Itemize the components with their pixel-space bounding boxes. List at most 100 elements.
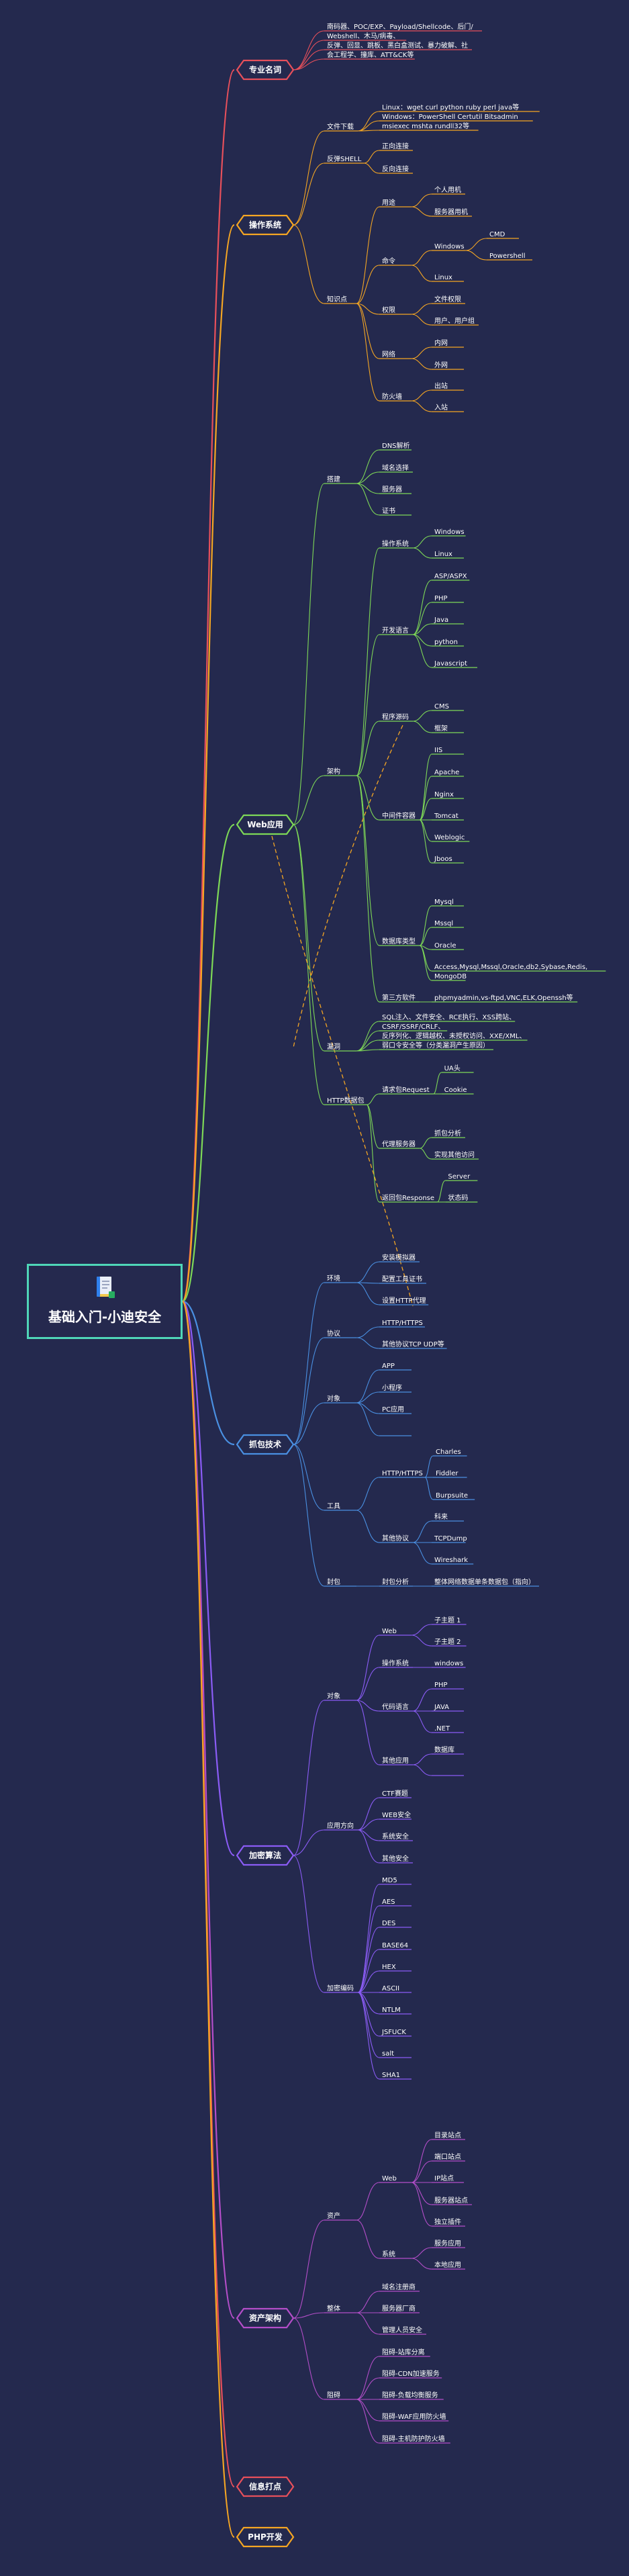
root-topic[interactable]: 基础入门-小迪安全 (27, 1264, 183, 1339)
topic-label: Windows (434, 528, 465, 536)
connector (412, 547, 432, 559)
topic-label: 阻碍-WAF应用防火墙 (382, 2412, 446, 2421)
topic-label: Mssql (434, 920, 453, 927)
topic-label: Windows：PowerShell Certutil Bitsadmin (382, 113, 518, 121)
connector (412, 1753, 432, 1765)
topic-label: 搭建 (327, 475, 340, 484)
connector (419, 753, 432, 821)
mind-map-connectors (182, 30, 487, 2538)
connector (412, 602, 432, 635)
connector (433, 1072, 442, 1095)
connector (182, 823, 235, 1303)
connector (419, 1148, 432, 1160)
branch-topic[interactable]: 专业名词 (236, 59, 295, 81)
connector (412, 535, 432, 549)
connector (357, 120, 380, 132)
topic-label: 证书 (382, 507, 395, 515)
root-title: 基础入门-小迪安全 (48, 1309, 162, 1325)
topic-label: JAVA (434, 1704, 449, 1711)
topic-label: 反弹SHELL (327, 154, 362, 163)
branch-hexagon (236, 814, 295, 835)
topic-label: msiexec mshta rundll32等 (382, 122, 469, 130)
branch-hexagon (236, 2476, 295, 2497)
branch-topic[interactable]: 抓包技术 (236, 1434, 295, 1455)
topic-label: AES (382, 1898, 395, 1906)
connector (412, 1764, 432, 1776)
topic-label: 独立插件 (434, 2217, 461, 2226)
connector (293, 224, 325, 304)
branch-hexagon (236, 214, 295, 236)
connector (293, 1282, 325, 1445)
branch-topic[interactable]: 加密算法 (236, 1845, 295, 1866)
connector (356, 1261, 380, 1283)
connector (424, 1477, 434, 1500)
topic-label: 阻碍-负载均衡服务 (382, 2391, 438, 2399)
topic-label: 框架 (434, 724, 448, 733)
connector (356, 449, 380, 484)
topic-label: WEB安全 (382, 1810, 411, 1819)
connector (357, 1992, 380, 2080)
topic-label: 数据库 (434, 1745, 454, 1754)
topic-label: CSRF/SSRF/CRLF、 (382, 1023, 444, 1031)
connector (356, 303, 380, 315)
connector (293, 1402, 325, 1445)
topic-label: 服务器站点 (434, 2196, 468, 2205)
connector (293, 130, 325, 226)
topic-label: 域名注册商 (382, 2283, 416, 2291)
branch-topic[interactable]: PHP开发 (236, 2526, 295, 2548)
connector (411, 1624, 432, 1636)
topic-label: 整体网络数据单条数据包（指向） (434, 1577, 535, 1586)
topic-label: 代理服务器 (382, 1140, 416, 1148)
topic-label: 入站 (434, 403, 448, 412)
topic-label: DNS解析 (382, 441, 410, 450)
branch-topic[interactable]: 信息打点 (236, 2476, 295, 2497)
topic-label: BASE64 (382, 1942, 408, 1949)
topic-label: 代码语言 (382, 1702, 409, 1711)
topic-label: 科来 (434, 1512, 448, 1521)
connector (357, 130, 380, 132)
connector (411, 400, 432, 412)
branch-topic[interactable]: Web应用 (236, 814, 295, 835)
topic-label: .NET (434, 1725, 450, 1733)
connector (357, 1819, 380, 1831)
topic-label: 阻碍-主机防护防火墙 (382, 2434, 445, 2443)
topic-label: 对象 (327, 1394, 340, 1403)
connector (182, 224, 235, 1303)
topic-label: JSFUCK (381, 2029, 406, 2036)
relation-arrow (271, 835, 414, 1307)
topic-label: Linux (434, 274, 452, 281)
connector (411, 2182, 432, 2227)
topic-label: 权限 (382, 306, 395, 314)
connector (293, 163, 325, 226)
topic-label: 封包分析 (382, 1577, 409, 1586)
branch-topic[interactable]: 操作系统 (236, 214, 295, 236)
connector (411, 358, 432, 370)
connector (357, 1884, 380, 1993)
topic-label: 协议 (327, 1329, 340, 1338)
connector (366, 1104, 380, 1203)
topic-label: 资产 (327, 2211, 340, 2220)
connector (412, 710, 432, 722)
topic-label: TCPDump (434, 1535, 467, 1543)
topic-label: CTF赛题 (382, 1789, 408, 1798)
topic-label: 开发语言 (382, 626, 409, 635)
book-icon (97, 1277, 115, 1298)
topic-label: DES (382, 1920, 395, 1927)
topic-label: 本地应用 (434, 2260, 461, 2269)
connector (411, 2160, 432, 2183)
topic-label: 管理人员安全 (382, 2326, 422, 2334)
connector (356, 1635, 380, 1701)
branch-hexagon (236, 2307, 295, 2329)
topic-label: 状态码 (448, 1193, 468, 1202)
connector (357, 1992, 380, 2058)
connector (356, 634, 380, 776)
connector (356, 1700, 380, 1765)
topic-label: HTTP数据包 (327, 1096, 365, 1105)
topic-label: Charles (436, 1448, 461, 1456)
topic-label: Tomcat (434, 813, 458, 820)
topic-label: 其他应用 (382, 1756, 409, 1765)
topic-label: 正向连接 (382, 142, 409, 150)
topic-label: 反弹、回显、跳板、黑白盒测试、暴力破解、社 (327, 41, 468, 50)
branch-topic[interactable]: 资产架构 (236, 2307, 295, 2329)
topic-label: 系统 (382, 2250, 395, 2258)
